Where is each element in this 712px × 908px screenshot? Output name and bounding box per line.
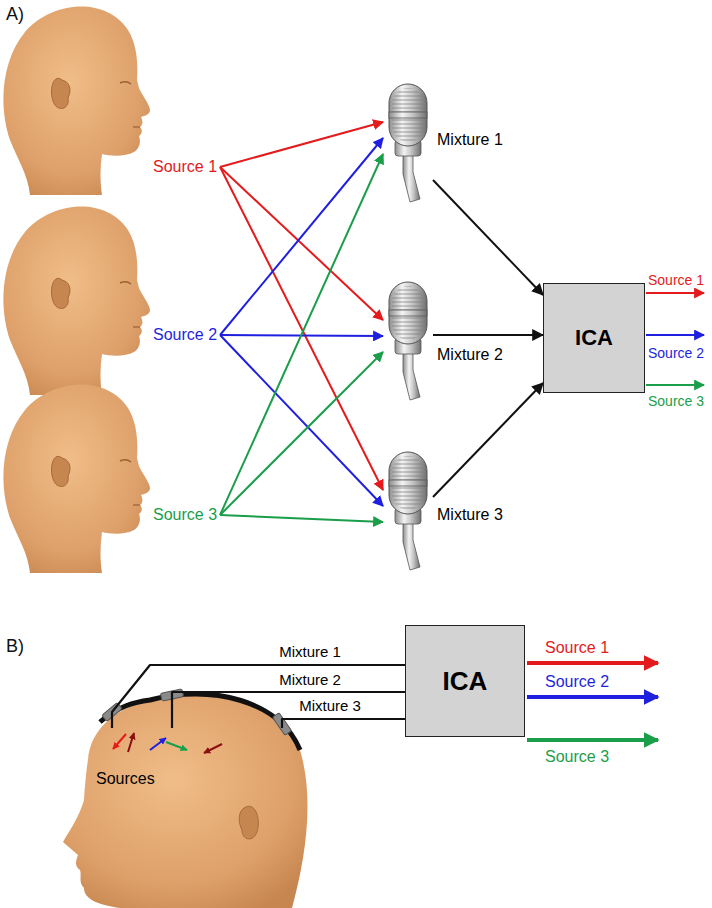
source-dipole: [113, 734, 126, 749]
source-label: Source 2: [153, 326, 217, 344]
electrode-cap: [100, 694, 300, 750]
mixture-label: Mixture 2: [437, 346, 503, 364]
signal-arrow: [220, 154, 383, 515]
signal-arrow: [220, 167, 383, 320]
wire-label: Mixture 2: [277, 671, 343, 688]
output-label: Source 3: [545, 748, 609, 766]
electrode-wire: [112, 665, 405, 728]
source-dipole: [150, 738, 166, 750]
source-label: Source 3: [153, 506, 217, 524]
panel-label: B): [6, 636, 24, 657]
output-arrow: [646, 292, 704, 294]
source-label: Sources: [96, 770, 310, 788]
signal-arrow: [433, 334, 543, 336]
microphone: [389, 84, 427, 202]
signal-arrow: [433, 383, 543, 497]
source-dipole: [204, 744, 222, 753]
wire-label: Mixture 3: [297, 697, 363, 714]
output-arrow: [646, 334, 704, 336]
output-label: Source 2: [648, 345, 704, 361]
source-label-box: Source 1: [150, 157, 220, 177]
source-dipole: [166, 742, 187, 750]
signal-arrow: [220, 167, 383, 490]
ica-box: ICA: [405, 625, 525, 737]
output-arrow: [527, 661, 658, 665]
microphone-node: Mixture 2: [383, 280, 433, 400]
source-label-box: Source 2: [150, 325, 220, 345]
output-arrow: [646, 384, 704, 386]
microphone: [389, 282, 427, 400]
eeg-head: [63, 689, 308, 908]
source-label-box: Source 3: [150, 505, 220, 525]
ear: [239, 806, 258, 839]
output-label: Source 3: [648, 393, 704, 409]
microphone: [389, 452, 427, 570]
signal-arrow: [220, 335, 383, 506]
output-arrow: [527, 738, 658, 742]
output-arrows: [646, 293, 704, 385]
microphone-node: Mixture 3: [383, 450, 433, 570]
ica-box: ICA: [543, 283, 645, 393]
output-label: Source 1: [648, 272, 704, 288]
signal-arrow: [433, 180, 543, 295]
wire-label: Mixture 1: [277, 643, 343, 660]
signal-arrow: [220, 122, 383, 167]
head-outline: [63, 694, 308, 908]
output-arrows: [527, 663, 658, 740]
electrode-wire: [172, 692, 405, 728]
output-label: Source 2: [545, 673, 609, 691]
head-figure: [3, 207, 150, 395]
output-label: Source 1: [545, 639, 609, 657]
head-figure: [3, 385, 150, 573]
panel-label: A): [6, 4, 24, 25]
box-title: ICA: [443, 667, 488, 696]
electrode-wire: [282, 719, 405, 728]
source-dipole: [128, 733, 134, 752]
signal-arrow: [220, 352, 383, 515]
microphone-node: Mixture 1: [383, 82, 433, 202]
brain-sources-region: Sources: [92, 728, 310, 790]
box-title: ICA: [575, 326, 613, 350]
output-arrow: [527, 695, 658, 699]
signal-arrow: [220, 515, 383, 522]
source-label: Source 1: [153, 158, 217, 176]
signal-arrow: [220, 138, 383, 335]
head-figure: [3, 7, 150, 195]
mixture-label: Mixture 1: [437, 131, 503, 149]
mixture-label: Mixture 3: [437, 506, 503, 524]
